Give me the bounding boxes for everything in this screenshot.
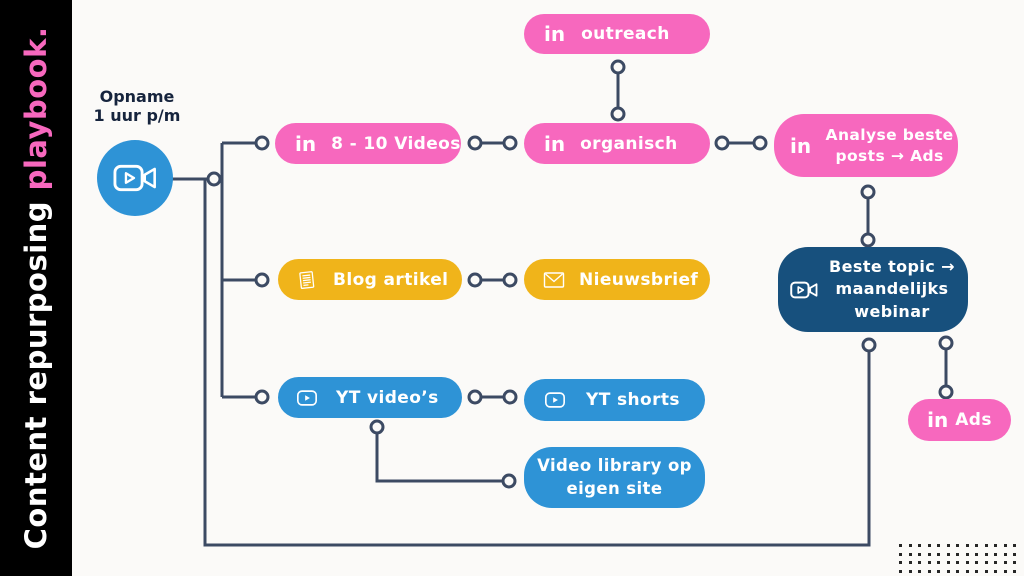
node-8-10-videos-label: 8 - 10 Videos (331, 133, 461, 154)
node-yt-videos: YT video’s (278, 377, 462, 418)
video-camera-icon (113, 162, 157, 194)
page-title-white: Content repurposing (19, 190, 53, 550)
youtube-play-icon (542, 389, 568, 411)
side-band: Content repurposing playbook. (0, 0, 72, 576)
node-yt-shorts-label: YT shorts (586, 390, 680, 410)
article-icon (296, 269, 318, 291)
page-title: Content repurposing playbook. (19, 27, 53, 550)
dots-pattern (899, 544, 1016, 573)
node-yt-shorts: YT shorts (524, 379, 705, 421)
node-nieuwsbrief: Nieuwsbrief (524, 259, 710, 300)
node-linkedin-ads-label: Ads (955, 410, 992, 430)
node-outreach-label: outreach (581, 24, 670, 44)
linkedin-icon: in (544, 131, 566, 156)
node-organisch-label: organisch (580, 133, 678, 154)
linkedin-icon: in (544, 22, 566, 46)
node-8-10-videos: in 8 - 10 Videos (275, 123, 461, 164)
video-camera-icon (790, 280, 818, 300)
envelope-icon (542, 270, 566, 290)
node-nieuwsbrief-label: Nieuwsbrief (579, 269, 699, 290)
source-label-line2: 1 uur p/m (93, 106, 181, 126)
node-yt-videos-label: YT video’s (336, 387, 439, 408)
linkedin-icon: in (790, 133, 812, 158)
node-linkedin-ads: in Ads (908, 399, 1011, 441)
youtube-play-icon (294, 387, 320, 409)
source-node (97, 140, 173, 216)
node-outreach: in outreach (524, 14, 710, 54)
source-label-line1: Opname (99, 87, 175, 106)
source-label: Opname 1 uur p/m (82, 87, 192, 125)
node-blog-artikel-label: Blog artikel (333, 269, 449, 290)
linkedin-icon: in (295, 131, 317, 156)
page-title-pink: playbook. (19, 26, 53, 191)
node-blog-artikel: Blog artikel (278, 259, 462, 300)
linkedin-icon: in (927, 408, 949, 432)
node-organisch: in organisch (524, 123, 710, 164)
